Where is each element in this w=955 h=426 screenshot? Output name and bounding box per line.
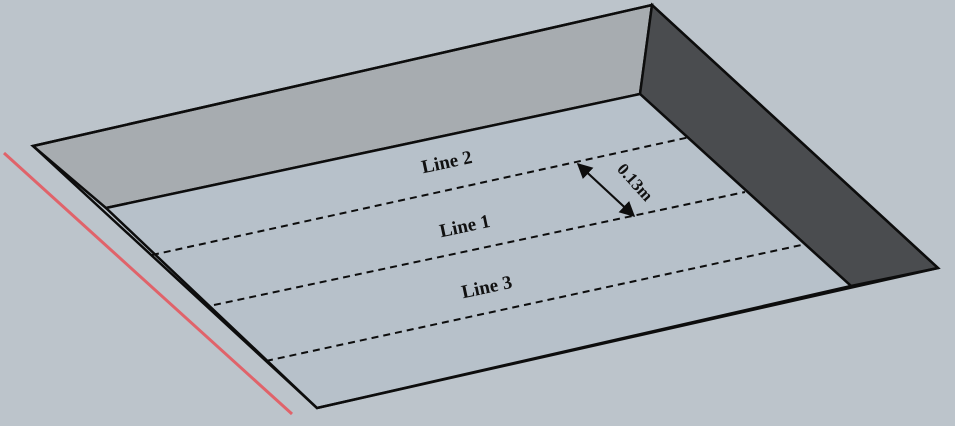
red-edge-line [2, 151, 294, 416]
pit-rim [30, 3, 941, 410]
floor [103, 92, 854, 410]
dashed-line-3 [265, 243, 807, 362]
dashed-line-1 [213, 191, 746, 306]
spacing-dimension-arrow [576, 162, 636, 218]
dashed-line-2 [151, 136, 691, 256]
